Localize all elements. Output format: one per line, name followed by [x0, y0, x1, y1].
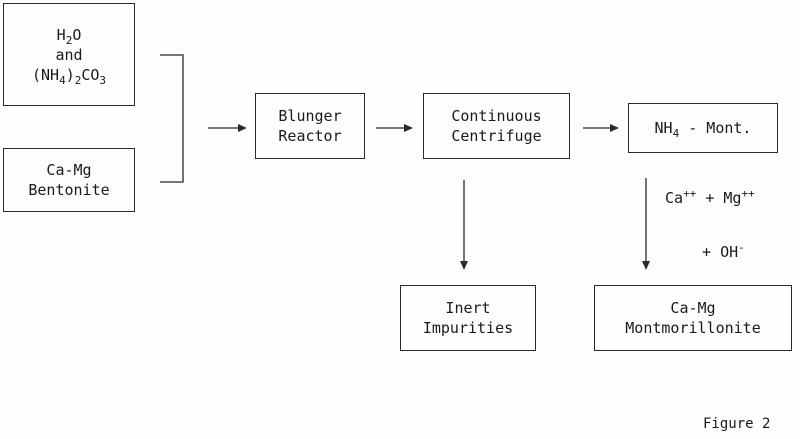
carb-open: (NH — [31, 65, 60, 84]
inert-line-2: Impurities — [422, 319, 514, 337]
nh4-base: NH — [654, 119, 673, 137]
h2o-base: H — [56, 25, 66, 44]
arrow-centrifuge-to-nh4-head — [610, 124, 619, 132]
carb-sub-4: 4 — [59, 73, 66, 87]
blunger-line-1: Blunger — [278, 107, 342, 125]
carb-sub-2: 2 — [74, 73, 82, 87]
ammonium-carbonate-line: (NH4)2CO3 — [31, 65, 107, 87]
inert-line-1: Inert — [445, 299, 491, 317]
product-line-1: Ca-Mg — [670, 299, 716, 317]
inert-impurities-box: Inert Impurities — [400, 285, 536, 351]
arrow-blunger-to-centrifuge-head — [404, 124, 413, 132]
bentonite-box: Ca-Mg Bentonite — [3, 148, 135, 212]
blunger-line-2: Reactor — [278, 127, 342, 145]
continuous-centrifuge-box: Continuous Centrifuge — [423, 93, 570, 159]
reagent-mg: Mg — [723, 189, 742, 207]
arrow-centrifuge-to-inert-head — [460, 261, 468, 270]
centrifuge-line-1: Continuous — [451, 107, 542, 125]
product-line-2: Montmorillonite — [625, 319, 761, 337]
reagent-ca: Ca — [665, 189, 684, 207]
reagent-oh-label: + OH- — [702, 242, 745, 262]
reagent-ca-charge: ++ — [683, 187, 697, 200]
reagent-mg-charge: ++ — [741, 187, 755, 200]
nh4-subscript: 4 — [672, 127, 680, 140]
feed-water-carbonate-box: H2O and (NH4)2CO3 — [3, 3, 135, 106]
reagent-oh-charge: - — [738, 241, 745, 254]
h2o-line: H2O — [56, 25, 82, 47]
feed-bracket — [160, 54, 184, 183]
nh4-montmorillonite-box: NH4 - Mont. — [628, 103, 778, 153]
bentonite-line-2: Bentonite — [28, 181, 110, 199]
product-montmorillonite-box: Ca-Mg Montmorillonite — [594, 285, 792, 351]
reagent-ca-mg-label: Ca++ + Mg++ — [665, 188, 755, 208]
reagent-plus-2: + — [702, 243, 721, 261]
h2o-tail: O — [72, 25, 82, 44]
and-label: and — [55, 45, 83, 64]
arrow-nh4-to-product-head — [642, 261, 650, 270]
carb-close: ) — [65, 65, 75, 84]
carb-sub-3: 3 — [99, 73, 107, 87]
centrifuge-line-2: Centrifuge — [451, 127, 542, 145]
h2o-subscript: 2 — [65, 33, 73, 47]
nh4-tail: - Mont. — [679, 119, 752, 137]
figure-caption: Figure 2 — [703, 416, 771, 432]
reagent-oh: OH — [720, 243, 739, 261]
carb-co: CO — [81, 65, 100, 84]
arrow-feed-to-blunger-head — [238, 124, 247, 132]
reagent-plus-1: + — [696, 189, 724, 207]
nh4-mont-line: NH4 - Mont. — [654, 118, 752, 140]
blunger-reactor-box: Blunger Reactor — [255, 93, 365, 159]
bentonite-line-1: Ca-Mg — [46, 161, 92, 179]
